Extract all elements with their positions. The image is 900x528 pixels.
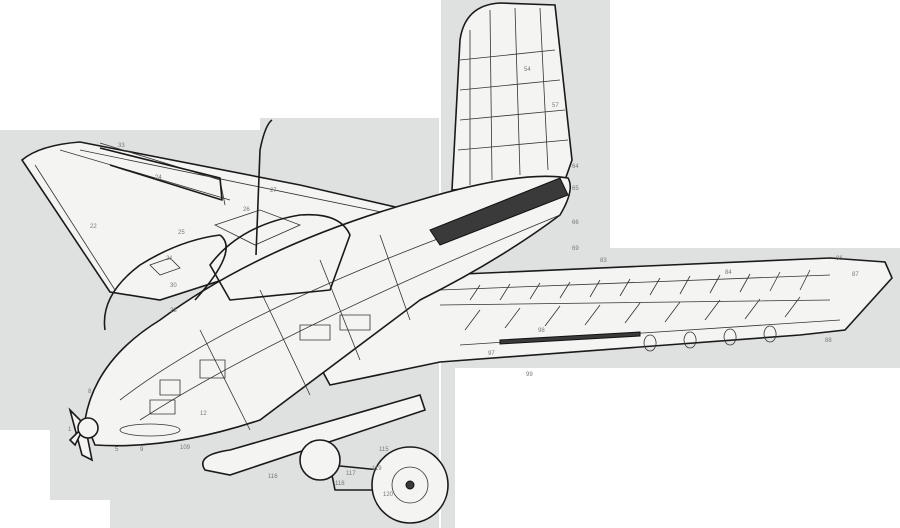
callout: 5 bbox=[115, 447, 119, 453]
callout: 116 bbox=[268, 474, 278, 480]
callout: 12 bbox=[200, 411, 207, 417]
callout: 69 bbox=[572, 246, 579, 252]
propeller bbox=[68, 407, 99, 462]
callout: 115 bbox=[379, 447, 389, 453]
callout: 66 bbox=[572, 220, 579, 226]
callout: 33 bbox=[118, 143, 125, 149]
callout-labels: 33 24 22 26 27 25 21 30 23 1 5 8 9 12 10… bbox=[68, 67, 859, 498]
callout: 117 bbox=[346, 471, 356, 477]
callout: 87 bbox=[852, 272, 859, 278]
callout: 57 bbox=[552, 103, 559, 109]
callout: 8 bbox=[88, 389, 92, 395]
callout: 86 bbox=[836, 256, 843, 262]
callout: 27 bbox=[270, 188, 277, 194]
antenna-mast bbox=[255, 119, 273, 256]
callout: 99 bbox=[526, 372, 533, 378]
main-wheel bbox=[299, 439, 449, 524]
callout: 65 bbox=[572, 186, 579, 192]
callout: 98 bbox=[538, 328, 545, 334]
callout: 9 bbox=[140, 447, 144, 453]
callout: 88 bbox=[825, 338, 832, 344]
callout: 26 bbox=[243, 207, 250, 213]
callout: 84 bbox=[725, 270, 732, 276]
callout: 118 bbox=[335, 481, 345, 487]
callout: 25 bbox=[178, 230, 185, 236]
canopy bbox=[103, 213, 351, 331]
callout: 120 bbox=[383, 492, 394, 498]
callout: 24 bbox=[155, 175, 162, 181]
callout: 97 bbox=[488, 351, 495, 357]
callout: 21 bbox=[166, 256, 173, 262]
landing-skid bbox=[202, 394, 427, 476]
right-wing bbox=[298, 257, 893, 386]
fuselage bbox=[84, 175, 571, 447]
callout: 22 bbox=[90, 224, 97, 230]
callout: 64 bbox=[572, 164, 579, 170]
callout: 23 bbox=[170, 308, 177, 314]
callout: 1 bbox=[68, 427, 72, 433]
callout: 30 bbox=[170, 283, 177, 289]
callout: 54 bbox=[524, 67, 531, 73]
tail-fin bbox=[451, 2, 573, 191]
callout: 109 bbox=[180, 445, 191, 451]
callout: 119 bbox=[372, 466, 382, 472]
callout: 83 bbox=[600, 258, 607, 264]
